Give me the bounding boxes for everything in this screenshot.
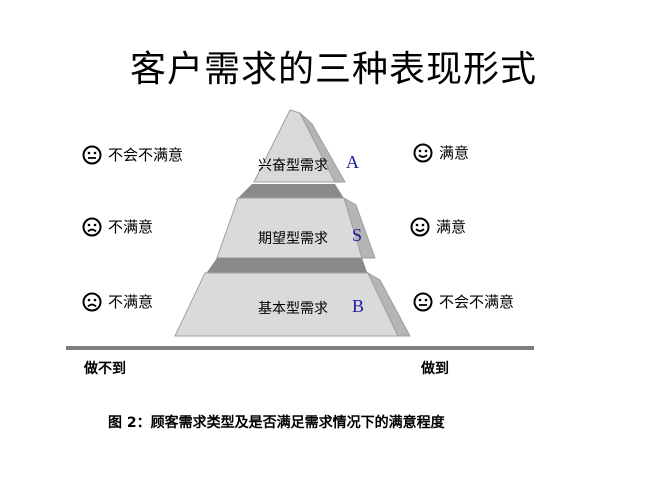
- tier-bottom-side: [366, 271, 411, 337]
- right-state-2-text: 满意: [436, 218, 467, 236]
- tier-letter-b: B: [352, 296, 365, 316]
- tier-middle-side: [343, 196, 376, 259]
- neutral-face-icon: [413, 292, 433, 311]
- sad-face-icon: [82, 292, 102, 311]
- tier-letter-s: S: [352, 225, 363, 245]
- figure-caption: 图 2：顾客需求类型及是否满足需求情况下的满意程度: [108, 415, 445, 431]
- right-state-3: 不会不满意: [413, 291, 514, 312]
- axis-label-left: 做不到: [84, 361, 126, 377]
- tier-band-1: [236, 184, 345, 200]
- tier-label-expected: 期望型需求: [258, 231, 328, 247]
- left-state-3: 不满意: [82, 291, 153, 312]
- right-state-1-text: 满意: [439, 144, 470, 162]
- tier-label-exciting: 兴奋型需求: [258, 158, 328, 174]
- tier-top-side: [299, 112, 346, 183]
- axis-line: [66, 346, 534, 350]
- tier-band-2: [205, 258, 368, 275]
- happy-face-icon: [413, 143, 433, 162]
- neutral-face-icon: [82, 145, 102, 164]
- left-state-2: 不满意: [82, 216, 153, 237]
- left-state-3-text: 不满意: [108, 293, 154, 311]
- axis-label-right: 做到: [421, 361, 449, 377]
- tier-letter-a: A: [346, 152, 359, 172]
- happy-face-icon: [410, 217, 430, 236]
- left-state-2-text: 不满意: [108, 218, 154, 236]
- left-state-1-text: 不会不满意: [108, 146, 184, 164]
- sad-face-icon: [82, 217, 102, 236]
- right-state-2: 满意: [410, 216, 466, 237]
- page-title: 客户需求的三种表现形式: [129, 49, 537, 90]
- tier-label-basic: 基本型需求: [258, 301, 328, 317]
- left-state-1: 不会不满意: [82, 144, 183, 165]
- right-state-3-text: 不会不满意: [439, 293, 515, 311]
- right-state-1: 满意: [413, 142, 469, 163]
